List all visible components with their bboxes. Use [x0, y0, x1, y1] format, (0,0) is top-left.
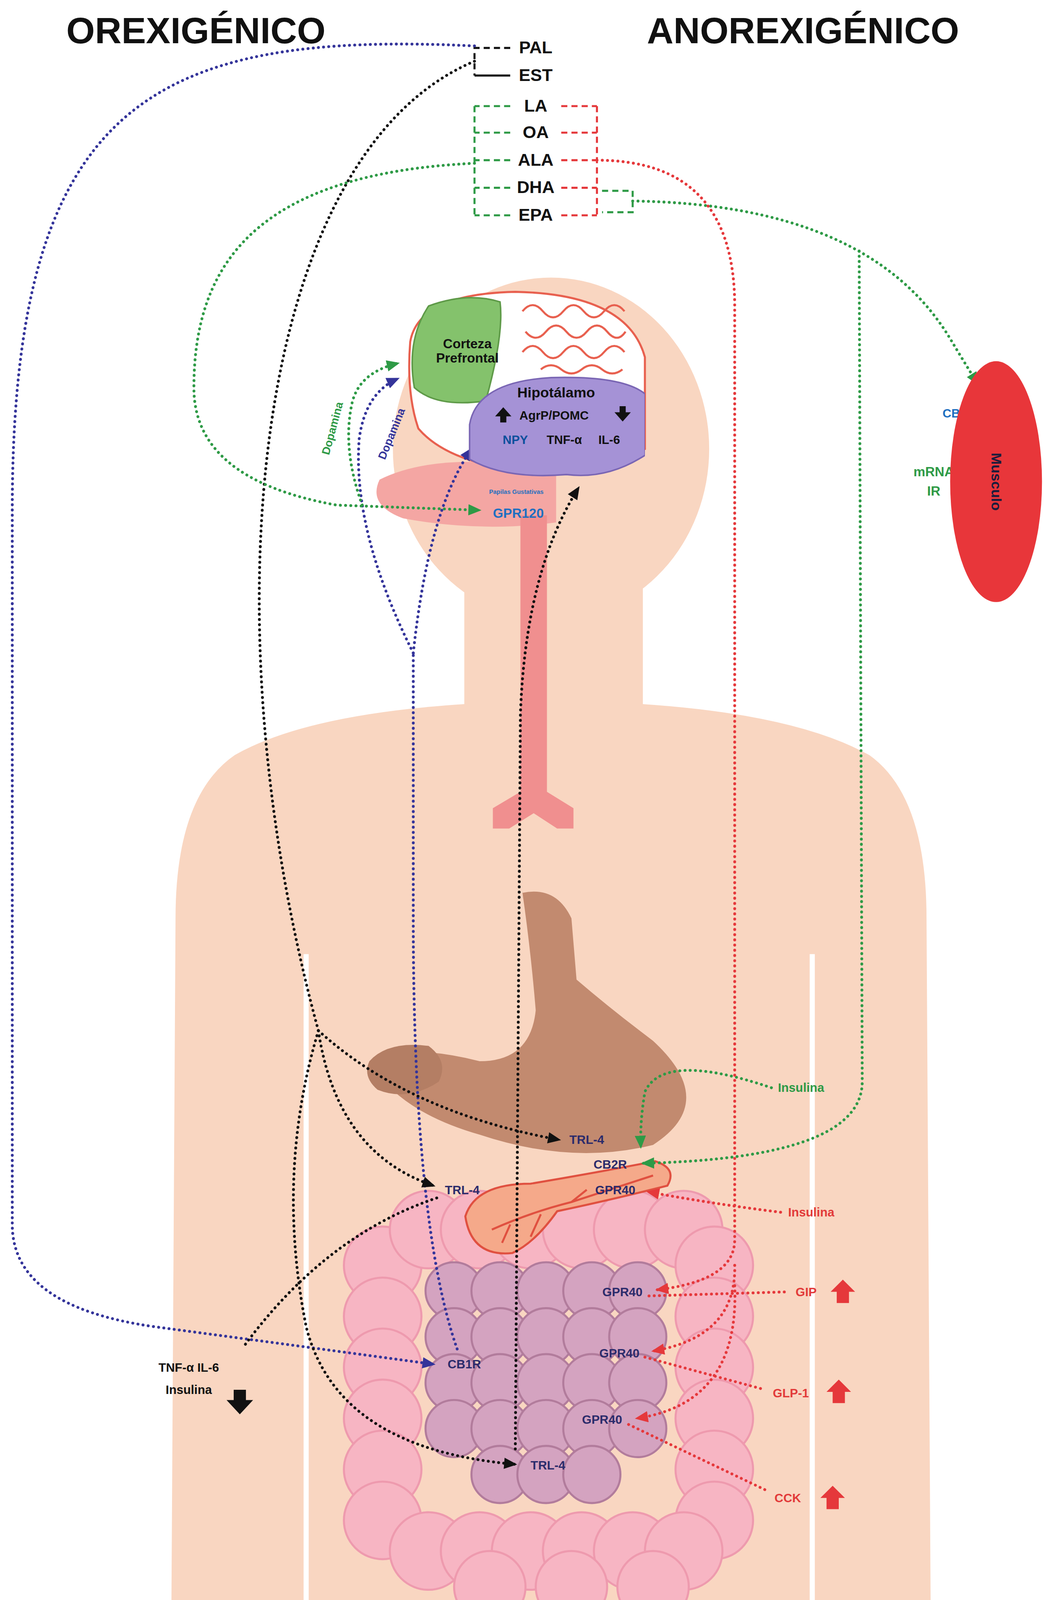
bracket: [474, 74, 511, 77]
node-text: TNF-α: [546, 433, 582, 447]
pathway-line: [358, 378, 414, 653]
pathway-line: [649, 1291, 789, 1297]
bracket: [602, 190, 633, 213]
body-silhouette: [171, 571, 931, 1600]
bracket: [474, 106, 511, 216]
pancreas: [465, 1161, 671, 1254]
bracket: [474, 47, 511, 76]
node-text: NPY: [502, 433, 528, 447]
pathway-line: [245, 1197, 437, 1345]
side-heading: ANOREXIGÉNICO: [647, 10, 960, 51]
receptor-label: GPR40: [599, 1346, 640, 1360]
pathway-line: [515, 487, 579, 1449]
pathway-line: [318, 1030, 434, 1186]
pathway-line: [636, 1285, 735, 1419]
muscle-shape: [949, 361, 1042, 603]
pathway-line: [628, 1424, 770, 1492]
small-intestine: [425, 1262, 667, 1504]
pathway-label: Dopamina: [375, 406, 408, 462]
colon-segment: [535, 1550, 608, 1600]
hormone-label: Insulina: [165, 1383, 212, 1397]
stomach: [375, 891, 687, 1154]
trachea-branch: [493, 791, 574, 829]
effect-label: IR: [926, 483, 941, 499]
node-text: Musculo: [988, 452, 1004, 511]
receptor-label: TRL-4: [569, 1132, 605, 1147]
pathway-line: [647, 1191, 781, 1213]
fatty-acid: EST: [519, 65, 553, 85]
hormone-label: Insulina: [777, 1080, 825, 1095]
cytokine-label: TNF-α IL-6: [158, 1360, 220, 1375]
fatty-acid: ALA: [517, 150, 554, 170]
pathway-line: [632, 200, 978, 384]
hormone-label: CCK: [774, 1491, 802, 1505]
increase-arrow: [830, 1279, 856, 1303]
pathway-line: [413, 652, 458, 1349]
fatty-acid: OA: [522, 122, 549, 142]
colon: [344, 1190, 754, 1600]
receptor-label: CB1R: [447, 1357, 481, 1371]
receptor-label: GPR120: [493, 506, 544, 521]
bracket: [561, 106, 598, 216]
brain-region: HipotálamoAgrP/POMC NPY TNF-α IL-6: [464, 375, 645, 480]
brain-gyri: [522, 305, 626, 374]
pathway-line: [259, 61, 475, 1031]
increase-arrow: [494, 407, 512, 423]
node-text: Corteza Prefrontal: [416, 336, 519, 366]
side-heading: OREXIGÉNICO: [66, 10, 326, 51]
pathway-line: [293, 1030, 516, 1464]
structure-label: Papilas Gustativas: [489, 488, 544, 496]
receptor-label: TRL-4: [530, 1458, 566, 1472]
receptor-label: GPR40: [602, 1285, 643, 1299]
hormone-label: Insulina: [788, 1205, 835, 1219]
decrease-arrow: [226, 1389, 254, 1415]
head: [392, 277, 710, 621]
pathway-line: [640, 1070, 772, 1148]
receptor-label: GPR40: [595, 1183, 636, 1197]
fatty-acid: DHA: [516, 178, 555, 198]
receptor-label: CB2R: [593, 1157, 627, 1172]
fatty-acid: PAL: [519, 38, 553, 58]
decrease-arrow: [614, 406, 631, 422]
hormone-label: GLP-1: [772, 1386, 809, 1400]
node-text: IL-6: [598, 433, 621, 447]
increase-arrow: [826, 1379, 851, 1404]
pathway-line: [597, 160, 735, 1290]
colon-segment: [454, 1550, 526, 1600]
node-text: Hipotálamo: [517, 385, 595, 401]
pathway-line: [642, 250, 863, 1164]
receptor-label: GPR40: [581, 1412, 623, 1427]
colon-segment: [617, 1550, 689, 1600]
increase-arrow: [820, 1485, 845, 1510]
pathway-line: [318, 1030, 560, 1140]
receptor-label: TRL-4: [444, 1183, 480, 1197]
pathway-line: [413, 448, 472, 653]
fatty-acid: LA: [524, 96, 548, 116]
node-text: AgrP/POMC: [519, 408, 589, 423]
hypothalamus-shape: [469, 377, 645, 476]
hormone-label: GIP: [795, 1285, 817, 1299]
pathway-line: [652, 1265, 735, 1351]
fatty-acid: EPA: [518, 205, 554, 225]
intestine-loop: [563, 1445, 621, 1504]
pathway-line: [644, 1356, 766, 1390]
effect-label: mRNA: [913, 464, 955, 479]
muscle-ellipse: Musculo: [949, 359, 1044, 605]
liver: [367, 1044, 443, 1095]
pathway-label: Dopamina: [319, 400, 346, 457]
